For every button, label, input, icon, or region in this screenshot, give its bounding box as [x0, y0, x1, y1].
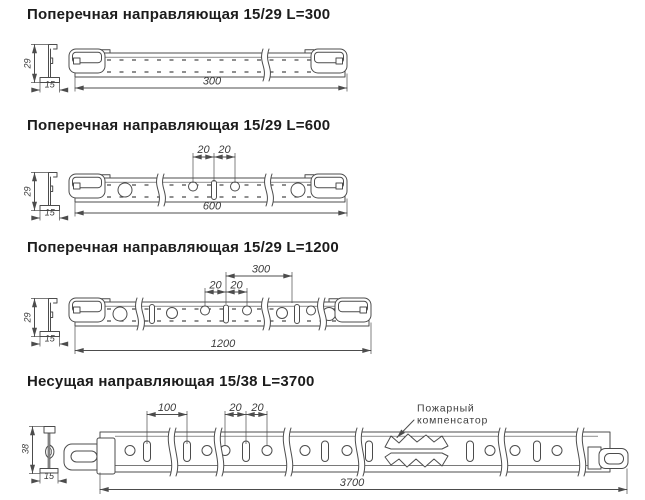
fire-compensator-callout: Пожарный компенсатор: [396, 403, 488, 438]
end-connector-left: [68, 173, 106, 199]
slot-pitch-label: 100: [158, 402, 177, 414]
callout-line-2: компенсатор: [417, 415, 488, 427]
break-line: [156, 173, 160, 207]
break-line: [581, 427, 587, 477]
break-line: [360, 427, 366, 477]
break-line: [267, 297, 271, 331]
cross-section-height-dim: 38: [21, 444, 31, 454]
pitch-dim-right: 20: [229, 280, 243, 292]
section-title-cross-tee-1200: Поперечная направляющая 15/29 L=1200: [27, 239, 339, 256]
elevation-view-600: [68, 173, 348, 207]
length-dim-label: 300: [203, 76, 222, 88]
break-line: [219, 427, 225, 477]
callout-leader-arrow: [396, 419, 415, 438]
connector-clip-left: [96, 437, 116, 475]
cross-tee-300-drawing: 300: [23, 45, 348, 93]
elevation-view-1200: [68, 297, 372, 331]
main-runner-3700-drawing: 38 15: [21, 402, 629, 494]
break-line: [261, 48, 265, 82]
pitch-dim-right: 20: [250, 402, 264, 414]
break-line: [135, 297, 139, 331]
elevation-view-300: [68, 48, 348, 82]
end-connector-right: [310, 48, 348, 74]
length-dim-label: 1200: [211, 338, 236, 350]
cross-tee-600-drawing: 20 20 600: [23, 144, 348, 220]
end-connector-left: [68, 297, 106, 323]
end-connector-right: [334, 297, 372, 323]
pitch-dim-left: 20: [196, 144, 210, 156]
break-line: [270, 173, 274, 207]
pitch-dim-right: 20: [217, 144, 231, 156]
fire-compensator: [384, 433, 449, 468]
break-line: [503, 427, 509, 477]
break-line: [213, 427, 219, 477]
length-dimension-600: 600: [74, 198, 348, 217]
callout-line-1: Пожарный: [417, 403, 475, 415]
break-line: [173, 427, 179, 477]
break-line: [282, 427, 288, 477]
break-line: [267, 48, 271, 82]
end-connector-left: [68, 48, 106, 74]
module-dim-label: 300: [252, 264, 271, 276]
cross-section-view-38: 38 15: [21, 426, 67, 484]
length-dim-label: 3700: [340, 477, 365, 489]
pitch-dim-left: 20: [208, 280, 222, 292]
length-dim-label: 600: [203, 201, 222, 213]
break-line: [141, 297, 145, 331]
length-dimension-1200: 1200: [74, 322, 372, 354]
break-line: [317, 297, 321, 331]
cross-section-view-29: [23, 173, 65, 221]
break-line: [288, 427, 294, 477]
cross-section-width-dim: 15: [44, 471, 55, 481]
break-line: [575, 427, 581, 477]
pitch-dim-left: 20: [228, 402, 242, 414]
cross-section-view-29: [23, 299, 65, 347]
break-line: [261, 297, 265, 331]
break-line: [264, 173, 268, 207]
length-dimension-300: 300: [74, 73, 348, 92]
punch-holes: [124, 440, 563, 462]
section-title-cross-tee-600: Поперечная направляющая 15/29 L=600: [27, 117, 331, 134]
slot-pitch-dimension: 100: [146, 402, 188, 444]
break-line: [497, 427, 503, 477]
break-line: [354, 427, 360, 477]
module-dimension-300: 300: [225, 264, 293, 303]
section-title-main-runner-3700: Несущая направляющая 15/38 L=3700: [27, 373, 315, 390]
cross-tee-1200-drawing: 300 20 20 1200: [23, 264, 372, 354]
break-line: [323, 297, 327, 331]
hole-pitch-dimension: 20 20: [224, 402, 268, 446]
end-connector-right: [310, 173, 348, 199]
cross-section-view-29: [23, 45, 65, 93]
elevation-view-3700: [63, 427, 629, 477]
break-line: [167, 427, 173, 477]
section-title-cross-tee-300: Поперечная направляющая 15/29 L=300: [27, 6, 331, 23]
hole-pitch-dimension: 20 20: [204, 272, 248, 306]
hole-pitch-dimension: 20 20: [192, 144, 236, 183]
break-line: [162, 173, 166, 207]
length-dimension-3700: 3700: [99, 468, 628, 494]
